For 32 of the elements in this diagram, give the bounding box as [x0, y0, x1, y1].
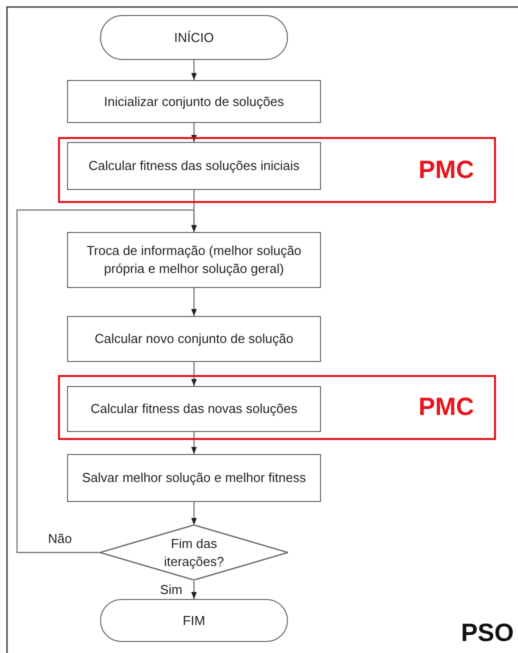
- arrow: [191, 123, 197, 142]
- node-text: FIM: [182, 612, 206, 630]
- arrow: [191, 288, 197, 316]
- group-label: PMC: [418, 393, 474, 422]
- node-text: Inicializar conjunto de soluções: [103, 92, 285, 110]
- process-box: [67, 80, 321, 123]
- terminal-box: [100, 15, 288, 60]
- decision-text: Fim das iterações?: [163, 534, 225, 570]
- process-box: [67, 386, 321, 432]
- node-text: Calcular fitness das soluções iniciais: [88, 157, 300, 175]
- node-text: Salvar melhor solução e melhor fitness: [81, 469, 307, 487]
- edge-label: Não: [46, 530, 74, 546]
- highlight-frame: [58, 375, 496, 440]
- edge-label: Sim: [158, 582, 184, 597]
- node-text: Troca de informação (melhor solução própria e melhor solução geral): [86, 242, 302, 278]
- terminal-box: [100, 599, 288, 642]
- process-box: [67, 454, 321, 502]
- arrow: [191, 580, 197, 599]
- process-box: [67, 232, 321, 288]
- group-label: PMC: [418, 156, 474, 184]
- node-text: Calcular novo conjunto de solução: [94, 330, 294, 348]
- arrow: [191, 432, 197, 454]
- arrow: [191, 60, 197, 80]
- arrow: [191, 362, 197, 386]
- node-text: INÍCIO: [173, 28, 215, 46]
- arrow: [16, 209, 197, 554]
- arrow: [191, 502, 197, 525]
- process-box: [67, 142, 321, 190]
- diagram-label: PSO: [461, 619, 514, 648]
- process-box: [67, 316, 321, 362]
- node-text: Calcular fitness das novas soluções: [90, 400, 298, 418]
- highlight-frame: [58, 137, 496, 203]
